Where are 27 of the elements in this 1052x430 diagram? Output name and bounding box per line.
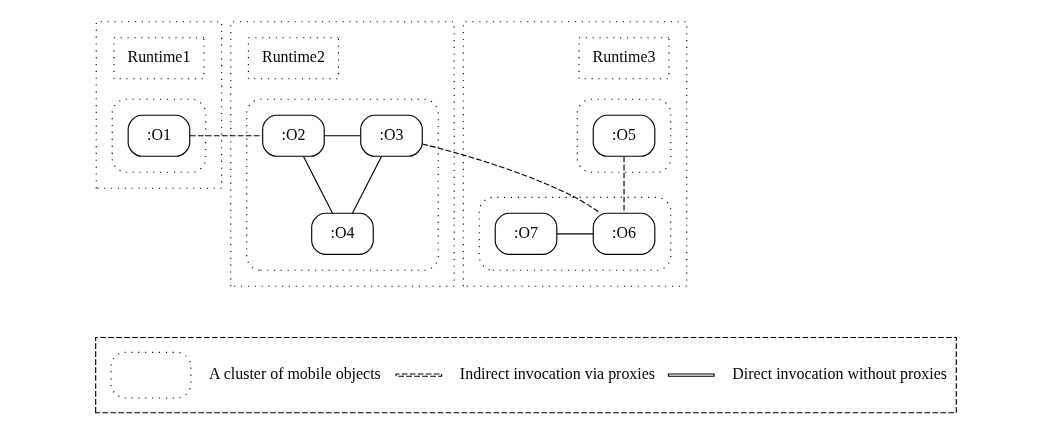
legend-label: A cluster of mobile objects [209,365,381,383]
node-box: Runtime2 [247,37,340,80]
connector [421,143,601,214]
node-box: Runtime3 [578,37,670,80]
cluster [462,21,688,287]
node-box: :O1 [127,114,191,157]
connector [351,156,382,214]
node-box: :O3 [360,114,423,157]
connector [303,156,334,214]
connector [556,233,594,235]
node-box: :O6 [592,212,656,255]
connector [323,135,362,137]
cluster [230,21,455,287]
connector [189,135,263,137]
legend-label: Indirect invocation via proxies [459,365,656,383]
node-box: :O7 [494,212,558,255]
cluster [246,98,439,271]
node-box: :O2 [262,114,325,157]
node-box: Runtime1 [113,37,205,80]
connector [623,156,625,214]
cluster [576,98,672,173]
node-box: :O5 [592,114,656,157]
node-box: :O4 [311,212,374,255]
cluster [478,196,672,271]
cluster [95,21,223,189]
cluster [111,98,207,173]
legend-label: Direct invocation without proxies [732,365,947,383]
